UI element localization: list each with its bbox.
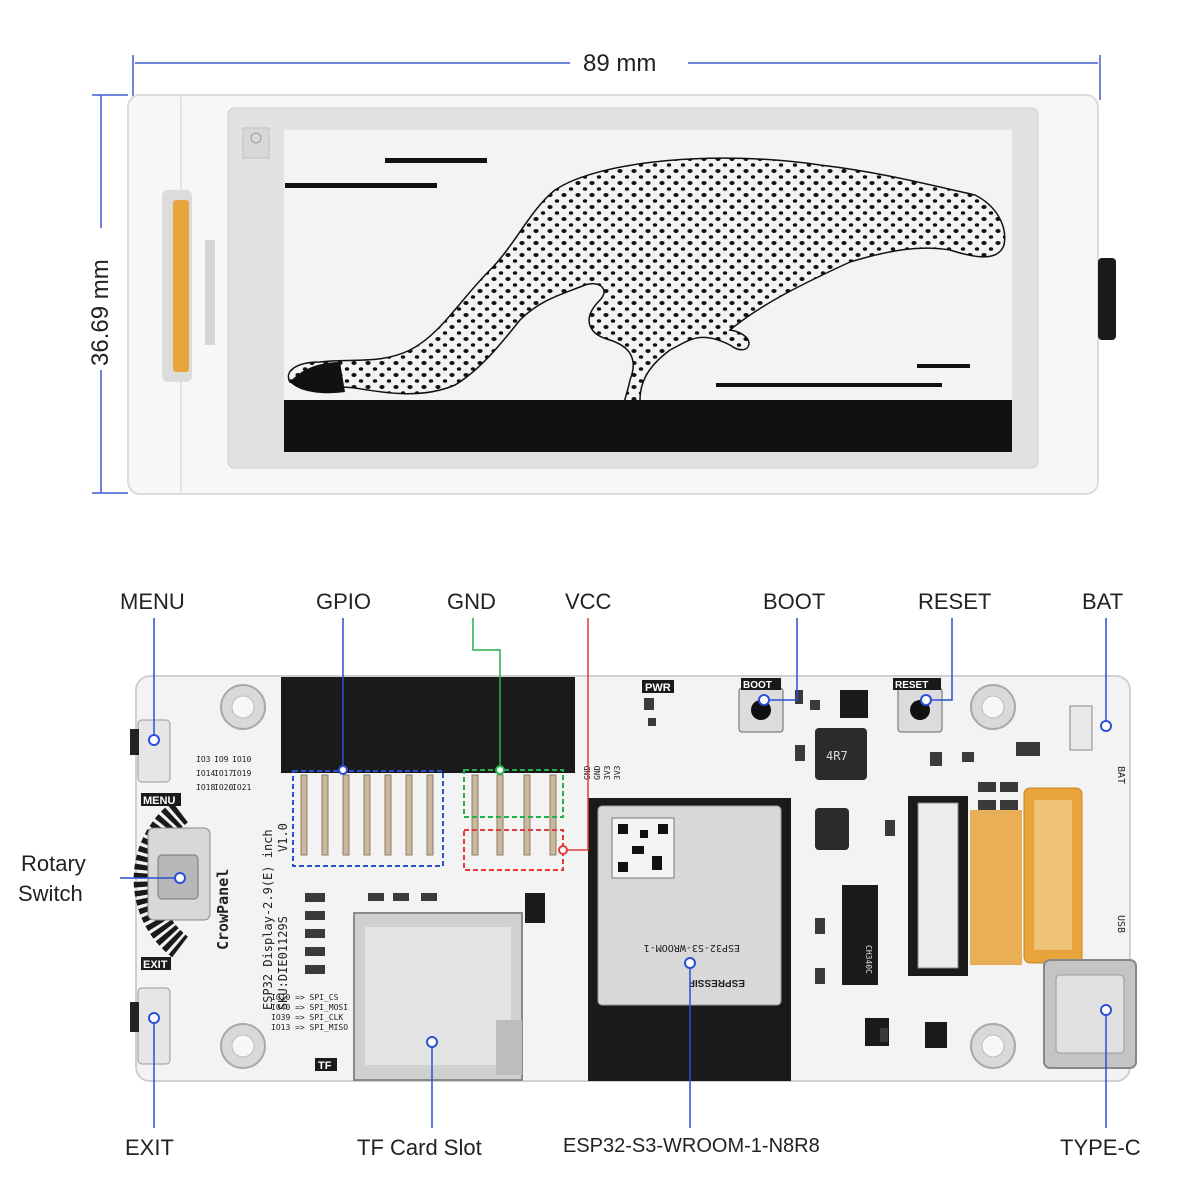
usb-tag: USB (1115, 915, 1126, 933)
header-pin-3: IO10 (232, 755, 251, 764)
boot-callout: BOOT (763, 589, 826, 614)
inductor-mark: 4R7 (826, 749, 848, 763)
header-pin-4: IO14 (196, 769, 215, 778)
spi-line-1: IO10 => SPI_CS (271, 993, 339, 1002)
spi-line-2: IO40 => SPI_MOSI (271, 1003, 348, 1012)
header-pin-1: IO3 (196, 755, 211, 764)
width-dimension: 89 mm (583, 50, 657, 77)
pcb-board: CrowPanel ESP32 Display-2.9(E) inch SKU:… (130, 675, 1137, 1082)
header-pin-6: IO19 (232, 769, 251, 778)
callout-target-dot (148, 694, 1112, 1048)
header-pin-9: IO21 (232, 783, 251, 792)
reset-callout: RESET (918, 589, 992, 614)
pwr-tag: PWR (645, 682, 671, 694)
height-dimension-text: 36.69 mm (87, 259, 114, 366)
brand-silk: CrowPanel (214, 869, 232, 950)
spi-line-4: IO13 => SPI_MISO (271, 1023, 348, 1032)
tf-slot-callout: TF Card Slot (357, 1135, 482, 1160)
header-pin-2: IO9 (214, 755, 229, 764)
rotary-callout-line2: Switch (18, 881, 83, 906)
menu-callout: MENU (120, 589, 185, 614)
dimension-lines (92, 55, 1101, 494)
menu-tag: MENU (143, 795, 175, 807)
version-silk: V1.0 (276, 823, 290, 852)
chip-mark: CH340C (864, 945, 873, 974)
exit-tag: EXIT (143, 959, 168, 971)
header-pin-7: IO18 (196, 783, 215, 792)
epaper-device (127, 94, 1116, 495)
bat-callout: BAT (1082, 589, 1124, 614)
espressif-mark: ESPRESSIF (689, 977, 745, 988)
header-pin-8: IO20 (214, 783, 233, 792)
bat-tag: BAT (1115, 766, 1126, 784)
exit-callout: EXIT (125, 1135, 174, 1160)
cheetah-illustration (287, 157, 1006, 439)
tf-tag: TF (318, 1060, 332, 1072)
rotary-callout-line1: Rotary (21, 851, 86, 876)
gpio-callout: GPIO (316, 589, 372, 614)
power-pin-4: 3V3 (613, 765, 622, 780)
vcc-callout: VCC (565, 589, 612, 614)
sku-silk: SKU:DIE01129S (276, 916, 290, 1010)
power-pin-2: GND (593, 765, 602, 780)
power-pin-3: 3V3 (603, 765, 612, 780)
header-pin-5: IO17 (214, 769, 233, 778)
module-silk: ESP32-S3-WROOM-1 (644, 942, 740, 953)
module-callout: ESP32-S3-WROOM-1-N8R8 (563, 1135, 820, 1157)
reset-tag: RESET (895, 680, 928, 691)
spi-line-3: IO39 => SPI_CLK (271, 1013, 343, 1022)
callout-leaders (120, 618, 1107, 1128)
gnd-callout: GND (447, 589, 496, 614)
typec-callout: TYPE-C (1060, 1135, 1141, 1160)
product-silk: ESP32 Display-2.9(E) inch (261, 829, 275, 1010)
boot-tag: BOOT (743, 680, 772, 691)
